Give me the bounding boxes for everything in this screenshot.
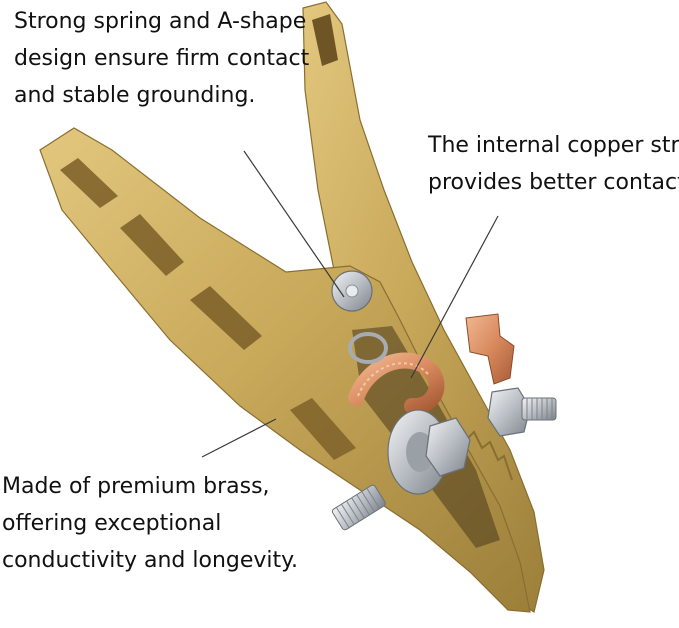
spring-coil — [348, 332, 388, 364]
bolt-thread-left — [331, 484, 386, 531]
leader-line-copper — [410, 215, 499, 379]
caption-brass-line-2: offering exceptional — [2, 511, 222, 536]
leader-line-spring — [243, 150, 345, 298]
copper-braid — [348, 352, 445, 415]
pivot-rivet-center — [345, 284, 359, 298]
caption-spring-line-2: design ensure firm contact — [14, 46, 310, 71]
lower-arm-slot-3 — [190, 286, 262, 350]
caption-spring-line-1: Strong spring and A-shape — [14, 9, 307, 34]
upper-arm-slot — [312, 14, 338, 66]
caption-brass: Made of premium brass, offering exceptio… — [2, 468, 298, 579]
lower-arm-slot-2 — [120, 214, 184, 276]
hex-nut-right — [487, 387, 531, 437]
caption-copper-line-2: provides better contact. — [428, 170, 679, 195]
caption-brass-line-3: conductivity and longevity. — [2, 548, 299, 573]
washer-large-inner — [406, 432, 434, 472]
lower-arm-slot-4 — [290, 398, 356, 460]
caption-brass-line-1: Made of premium brass, — [2, 474, 270, 499]
caption-copper-strip: The internal copper strip provides bette… — [428, 127, 679, 201]
copper-braid-texture — [357, 362, 429, 397]
hex-nut-left — [425, 417, 471, 477]
caption-spring: Strong spring and A-shape design ensure … — [14, 3, 309, 114]
copper-strip — [465, 313, 515, 385]
bolt-thread-right — [521, 397, 557, 421]
lower-arm-slot-1 — [60, 158, 118, 208]
caption-spring-line-3: and stable grounding. — [14, 83, 256, 108]
leader-line-brass — [201, 418, 277, 458]
caption-copper-line-1: The internal copper strip — [428, 133, 679, 158]
